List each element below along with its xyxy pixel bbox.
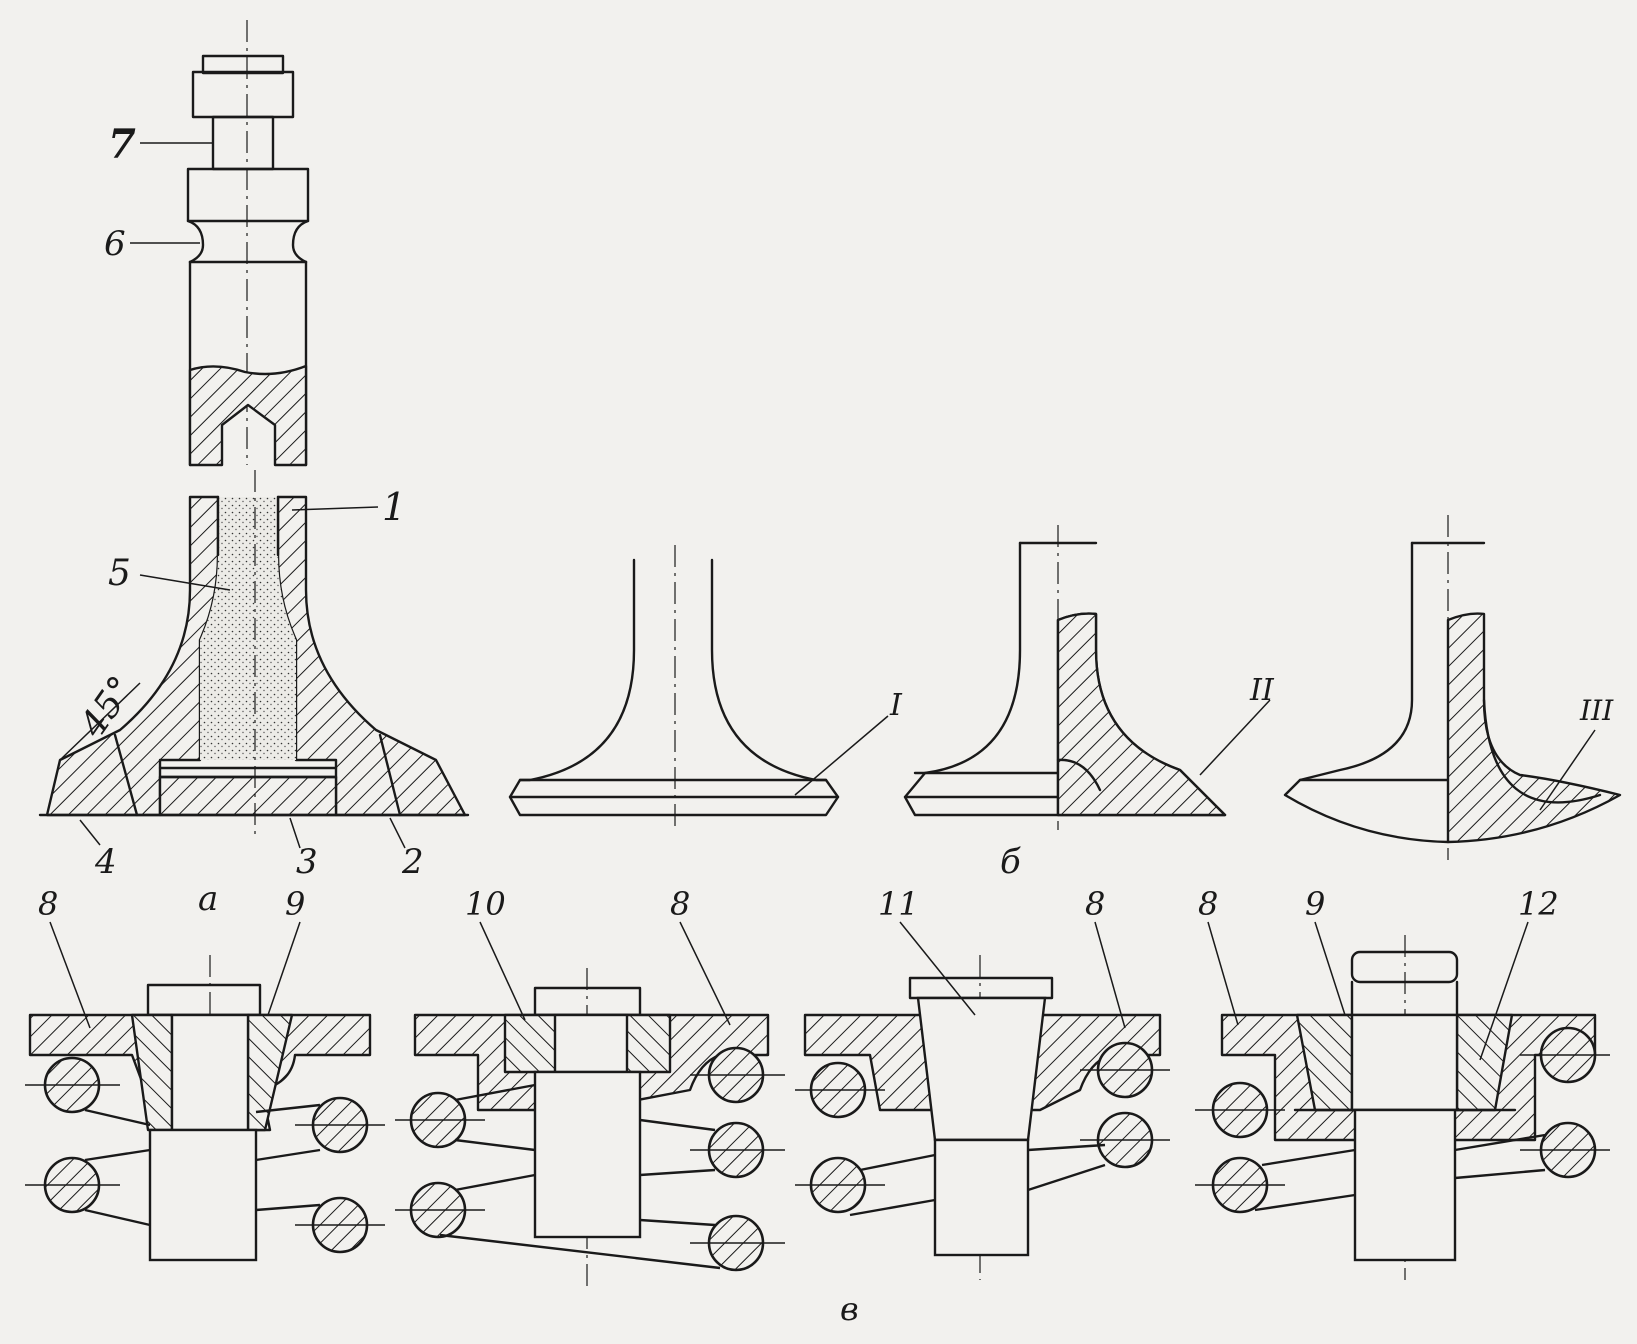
panel-label-a: а bbox=[198, 879, 218, 919]
label-roman-II: II bbox=[1249, 673, 1275, 708]
panel-a-valve bbox=[38, 20, 470, 840]
label-12: 12 bbox=[1518, 885, 1559, 923]
panel-b-shape-I: I bbox=[508, 545, 903, 830]
label-8-b: 8 bbox=[670, 885, 690, 923]
label-9-b: 9 bbox=[1305, 885, 1325, 923]
label-9-a: 9 bbox=[285, 885, 305, 923]
label-1: 1 bbox=[382, 485, 406, 529]
label-8-d: 8 bbox=[1198, 885, 1218, 923]
panel-v-assembly-3 bbox=[795, 955, 1170, 1280]
label-5: 5 bbox=[108, 553, 131, 594]
panel-v-assembly-2 bbox=[395, 968, 785, 1290]
panel-label-v: в bbox=[840, 1290, 859, 1328]
label-2: 2 bbox=[401, 842, 424, 882]
label-10: 10 bbox=[465, 885, 506, 923]
label-7: 7 bbox=[108, 121, 136, 168]
label-8-a: 8 bbox=[38, 885, 58, 923]
panel-v-assembly-1 bbox=[25, 955, 385, 1262]
label-4: 4 bbox=[94, 842, 117, 882]
panel-v-assembly-4 bbox=[1195, 935, 1610, 1280]
label-11: 11 bbox=[878, 885, 919, 923]
label-3: 3 bbox=[296, 842, 318, 882]
panel-b-shape-II: II bbox=[903, 525, 1275, 830]
label-8-c: 8 bbox=[1085, 885, 1105, 923]
label-roman-I: I bbox=[889, 688, 903, 723]
panel-label-b: б bbox=[1000, 842, 1021, 882]
panel-b-shape-III: III bbox=[1283, 515, 1622, 860]
label-6: 6 bbox=[104, 224, 126, 264]
label-roman-III: III bbox=[1579, 694, 1614, 727]
